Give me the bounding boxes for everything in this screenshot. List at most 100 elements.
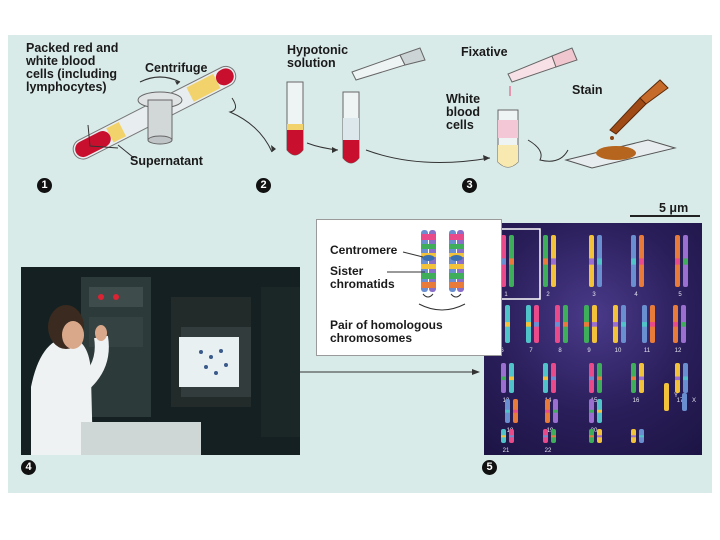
chromosome-band (673, 322, 678, 327)
chromosome-pair (589, 363, 602, 393)
label-centromere: Centromere (330, 243, 398, 257)
chromosome-pair (631, 429, 644, 443)
label-hypotonic: Hypotonic solution (287, 43, 349, 70)
chromosome-band (639, 376, 644, 381)
lab-photo (21, 267, 300, 455)
chromosome-band (501, 376, 506, 381)
label-scale: 5 μm (659, 201, 689, 215)
chromosome-number: 3 (592, 292, 596, 298)
chromosome-pair (589, 235, 602, 287)
chromosome-band (683, 258, 688, 265)
chromosome-number: 12 (675, 348, 682, 354)
chromosome-number: 21 (503, 448, 510, 454)
chromosome-band (501, 435, 506, 438)
step-marker: 4 (21, 460, 36, 475)
chromosome-band (650, 322, 655, 327)
stain-dropper (609, 79, 669, 140)
chromosome-band (553, 409, 558, 413)
label-supernatant: Supernatant (130, 154, 203, 168)
test-tube-left (286, 81, 304, 156)
chromosome-band (613, 322, 618, 327)
step-marker: 2 (256, 178, 271, 193)
chromosome-band (589, 435, 594, 438)
label-fixative: Fixative (461, 45, 508, 59)
chromosome-pair (505, 399, 518, 423)
chromosome-band (631, 258, 636, 265)
chromosome-band (543, 435, 548, 438)
chromosome-band (675, 376, 680, 381)
chromosome-band (526, 322, 531, 327)
chromosome-number: 5 (678, 292, 682, 298)
chromosome-band (683, 376, 688, 381)
chromosome-band (543, 376, 548, 381)
chromosome-band (551, 258, 556, 265)
chromosome-band (509, 376, 514, 381)
chromosome-pair (526, 305, 539, 343)
label-stain: Stain (572, 83, 603, 97)
chromosome-band (563, 322, 568, 327)
chromosome-band (551, 376, 556, 381)
chromosome-band (543, 258, 548, 265)
chromosome-band (505, 322, 510, 327)
chromosome-band (681, 322, 686, 327)
chromosome-number: 10 (615, 348, 622, 354)
chromosome-pair (543, 363, 556, 393)
chromosome-pair (642, 305, 655, 343)
chromosome-pair (675, 235, 688, 287)
step-marker: 5 (482, 460, 497, 475)
chromosome-band (509, 435, 514, 438)
label-centrifuge: Centrifuge (145, 61, 208, 75)
test-tube-right (342, 91, 360, 164)
chromosome-number: 16 (633, 398, 640, 404)
chromosome-band (642, 322, 647, 327)
chromosome-band (505, 409, 510, 413)
chromosome-band (597, 376, 602, 381)
chromosome-band (545, 409, 550, 413)
chromosome-band (592, 322, 597, 327)
chromosome-band (589, 409, 594, 413)
chromosome-pair (675, 363, 688, 393)
label-packed-cells: Packed red and white blood cells (includ… (26, 41, 119, 94)
chromosome-number: 15 (591, 398, 598, 404)
chromosome-band (631, 435, 636, 438)
chromosome-pair (673, 305, 686, 343)
chromosome-pair-illustration (421, 230, 464, 292)
chromosome-band (597, 435, 602, 438)
chromosome-band (589, 376, 594, 381)
chromosome-number: 22 (545, 448, 552, 454)
chromosome-number: 7 (529, 348, 533, 354)
chromosome-number: 4 (634, 292, 638, 298)
chromosome-band (551, 435, 556, 438)
chromosome-band (513, 409, 518, 413)
chromosome-pair (555, 305, 568, 343)
chromosome-number: X (692, 398, 696, 404)
chromosome-pair (589, 399, 602, 423)
chromosome-number: 8 (558, 348, 562, 354)
chromosome-number: 19 (547, 428, 554, 434)
chromosome-number: 1 (504, 292, 508, 298)
microscope-slide (564, 139, 677, 169)
chromosome-band (501, 258, 506, 265)
chromosome-inset (316, 219, 502, 356)
chromosome-band (589, 258, 594, 265)
label-sister-chromatids: Sister chromatids (330, 264, 395, 291)
chromosome-band (555, 322, 560, 327)
label-homologous-pair: Pair of homologous chromosomes (330, 318, 443, 345)
chromosome-number: 6 (500, 348, 504, 354)
test-tube-fixative (497, 109, 519, 168)
step-marker: 1 (37, 178, 52, 193)
chromosome-pair (501, 429, 514, 443)
chromosome-number: 9 (587, 348, 591, 354)
chromosome-pair (543, 235, 556, 287)
centrifuge-rotor (137, 76, 183, 145)
chromosome-band (597, 258, 602, 265)
label-white-blood-cells: White blood cells (446, 92, 481, 132)
chromosome-band (509, 258, 514, 265)
step-marker: 3 (462, 178, 477, 193)
chromosome-number: 20 (591, 428, 598, 434)
chromosome-band (639, 258, 644, 265)
chromosome-band (631, 376, 636, 381)
chromosome-band (534, 322, 539, 327)
chromosome-pair (501, 235, 514, 287)
chromosome-pair (613, 305, 626, 343)
